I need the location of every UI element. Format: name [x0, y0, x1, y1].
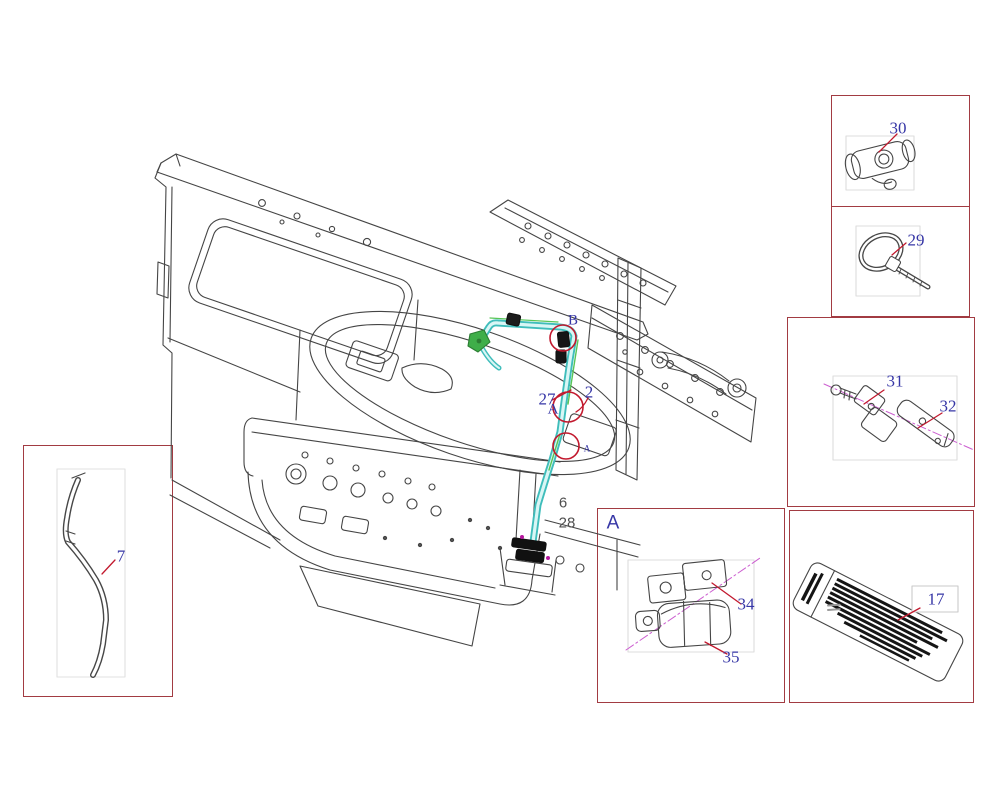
ref-label-6: 6	[558, 494, 568, 512]
detail-box-31-32	[787, 317, 975, 507]
panel-rect-opening	[188, 218, 413, 364]
clamp-block-icon	[853, 385, 898, 442]
marker-label-a: A	[547, 401, 559, 418]
lower-chassis-drawing	[243, 417, 641, 647]
marker-label-a2: A	[583, 443, 591, 454]
pipe-highlight	[478, 317, 579, 546]
bracket-strap-icon	[896, 399, 955, 448]
part-label-30: 30	[889, 118, 907, 138]
bolt-icon	[830, 384, 857, 401]
detail-box-A	[597, 508, 785, 703]
part-label-17: 17	[927, 589, 945, 609]
part-label-32: 32	[939, 396, 957, 416]
part-label-29: 29	[907, 230, 925, 250]
detail-box-29	[831, 206, 970, 317]
marker-circle-a2	[552, 432, 580, 460]
pipe-clip-black	[505, 312, 571, 364]
cable-tie-icon	[855, 225, 931, 297]
part-label-7: 7	[116, 546, 126, 566]
pipe-saddle-clamp-icon	[634, 599, 732, 648]
marker-circle-b	[549, 324, 577, 352]
rail-bracket-arm	[651, 351, 747, 398]
detail-box-17	[789, 510, 974, 703]
hose-icon	[56, 468, 126, 678]
clamp-detail-a-icons	[625, 557, 761, 655]
frame-rails-drawing	[489, 199, 757, 443]
part-label-35: 35	[722, 647, 740, 667]
pipe-end-connector	[505, 535, 553, 578]
part-label-34: 34	[737, 594, 755, 614]
view-label-a: A	[606, 512, 620, 534]
part-label-27: 27	[538, 389, 556, 409]
cab-front-wall-drawing	[154, 153, 649, 549]
pipe-connector-green	[467, 329, 491, 353]
detail-box-7	[23, 445, 173, 697]
pipe-clamp-icon	[844, 133, 916, 191]
detail-marker-circles	[549, 324, 584, 460]
axis-line	[823, 383, 975, 451]
part-label-31: 31	[886, 371, 904, 391]
part-label-2: 2	[584, 382, 594, 402]
clamp-bracket-kit-icon	[823, 375, 975, 461]
warning-sticker-icon	[792, 562, 964, 682]
panel-oval-opening	[309, 310, 631, 476]
ref-label-28: 28	[558, 514, 576, 532]
main-leader-lines	[551, 389, 589, 413]
mounting-bracket-icon	[647, 559, 728, 604]
marker-label-b: B	[567, 312, 579, 329]
